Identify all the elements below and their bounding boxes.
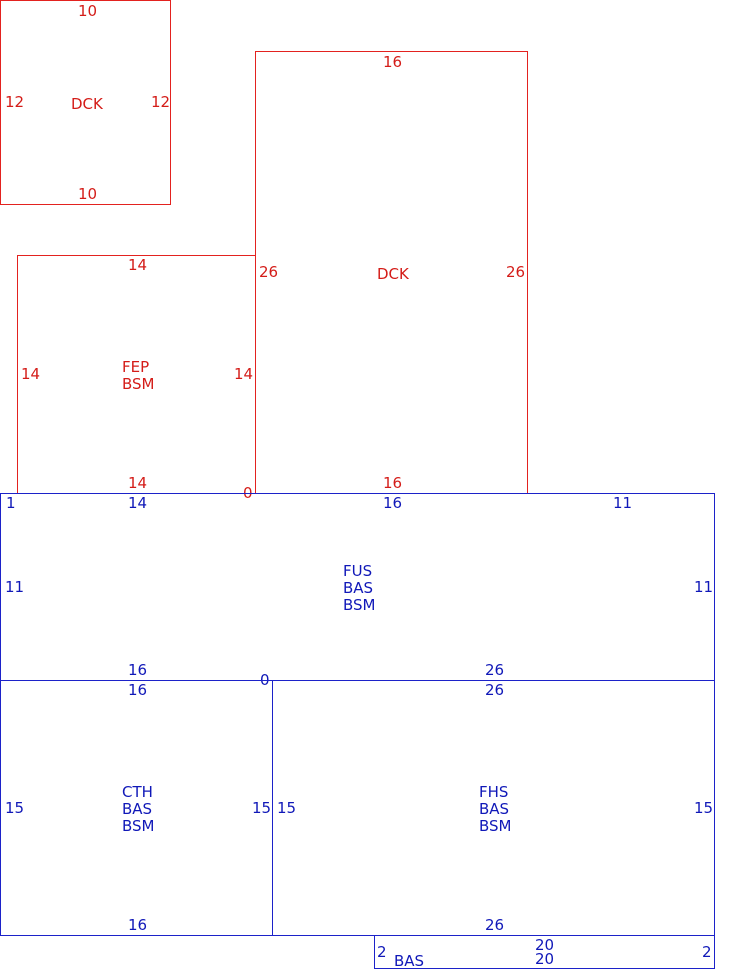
fhs-top-dim: 26	[485, 681, 505, 699]
fep-tag-0: FEP	[122, 358, 150, 376]
bas-strip-tags: BAS	[394, 953, 424, 970]
fhs-tags: FHS BAS BSM	[479, 784, 512, 835]
fhs-tag-0: FHS	[479, 783, 509, 801]
cth-tag-2: BSM	[122, 817, 155, 835]
room-bas-strip	[374, 935, 715, 969]
dck-small-top-dim: 10	[78, 2, 98, 20]
fus-bottom-left-dim: 16	[128, 661, 148, 679]
dck-large-top-dim: 16	[383, 53, 403, 71]
dck-large-tags: DCK	[377, 266, 409, 283]
room-dck-small	[0, 0, 171, 205]
fus-corner-dim: 1	[6, 494, 16, 512]
cth-bottom-dim: 16	[128, 916, 148, 934]
fhs-right-dim: 15	[694, 799, 714, 817]
fus-left-dim: 11	[5, 578, 25, 596]
fus-tag-1: BAS	[343, 579, 374, 597]
dck-large-tag-0: DCK	[377, 265, 409, 283]
fus-tags: FUS BAS BSM	[343, 563, 376, 614]
dck-small-bottom-dim: 10	[78, 185, 98, 203]
fep-tag-1: BSM	[122, 375, 155, 393]
fus-top-mid-dim: 16	[383, 494, 403, 512]
fus-tag-0: FUS	[343, 562, 373, 580]
bas-strip-left-dim: 2	[377, 943, 387, 961]
fep-bottom-dim: 14	[128, 474, 148, 492]
fep-left-dim: 14	[21, 365, 41, 383]
fus-top-left-dim: 14	[128, 494, 148, 512]
fep-right-dim: 14	[234, 365, 254, 383]
cth-top-dim: 16	[128, 681, 148, 699]
cth-left-dim: 15	[5, 799, 25, 817]
fhs-tag-2: BSM	[479, 817, 512, 835]
bas-strip-right-dim: 2	[702, 943, 712, 961]
cth-tags: CTH BAS BSM	[122, 784, 155, 835]
fhs-bottom-dim: 26	[485, 916, 505, 934]
dck-small-left-dim: 12	[5, 93, 25, 111]
fep-tags: FEP BSM	[122, 359, 155, 393]
dck-large-right-dim: 26	[506, 263, 526, 281]
fep-top-dim: 14	[128, 256, 148, 274]
bas-strip-tag-0: BAS	[394, 952, 425, 970]
fhs-tag-1: BAS	[479, 800, 510, 818]
fus-right-dim: 11	[694, 578, 714, 596]
dck-large-bottom-dim: 16	[383, 474, 403, 492]
fus-tag-2: BSM	[343, 596, 376, 614]
fhs-left-dim: 15	[277, 799, 297, 817]
dck-small-tag-0: DCK	[71, 95, 103, 113]
cth-tag-0: CTH	[122, 783, 153, 801]
dck-large-left-dim: 26	[259, 263, 279, 281]
dck-small-right-dim: 12	[151, 93, 171, 111]
fus-bottom-right-dim: 26	[485, 661, 505, 679]
fus-top-right-dim: 11	[613, 494, 633, 512]
bas-strip-bottom-dim: 20	[535, 950, 555, 968]
cth-right-dim: 15	[252, 799, 272, 817]
bas-strip-top-dim: 20	[535, 936, 555, 954]
cth-tag-1: BAS	[122, 800, 153, 818]
dck-small-tags: DCK	[71, 96, 103, 113]
